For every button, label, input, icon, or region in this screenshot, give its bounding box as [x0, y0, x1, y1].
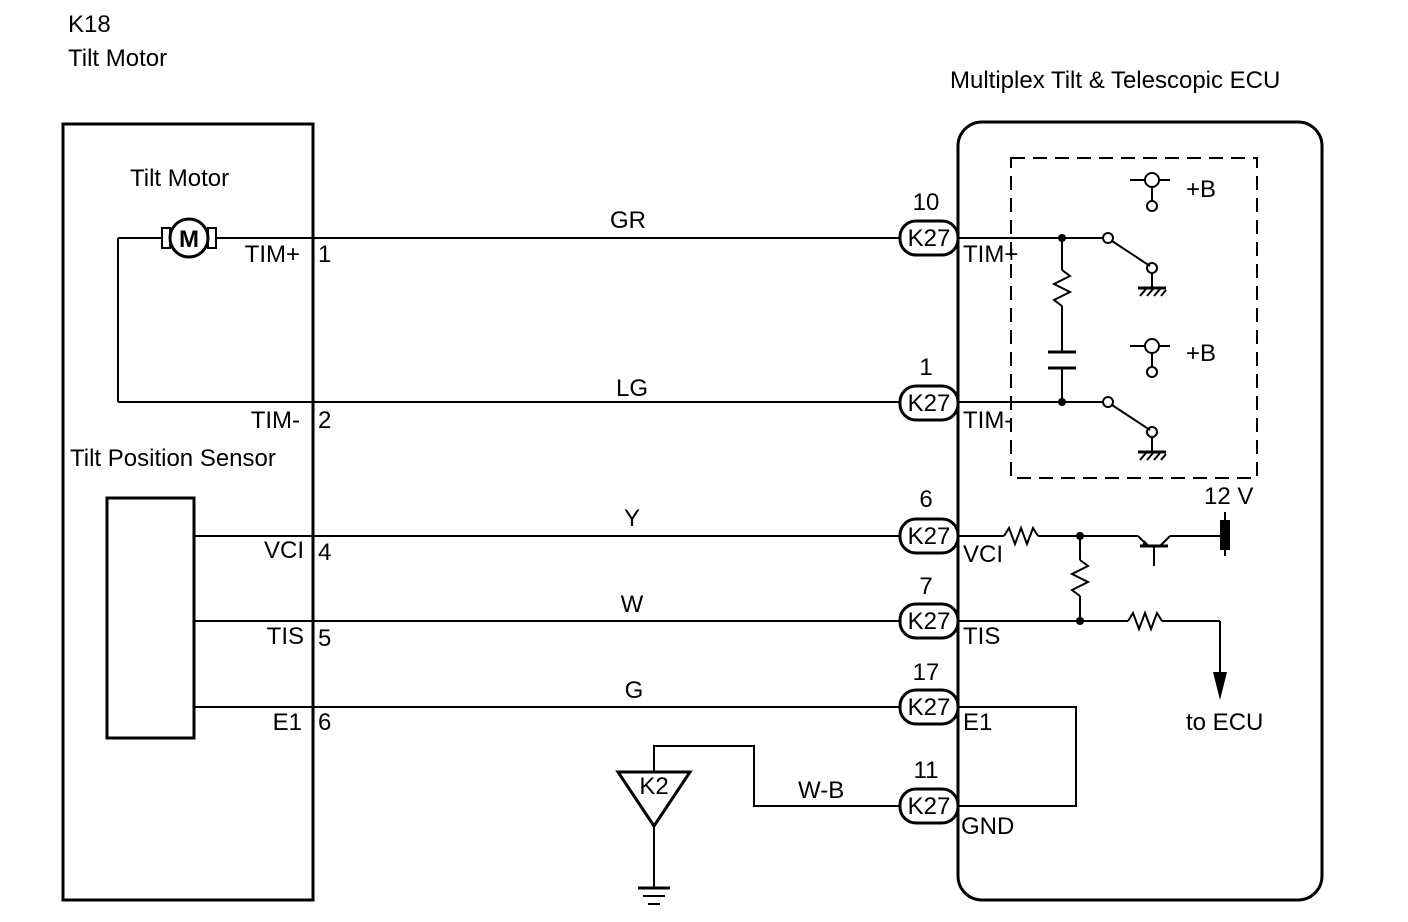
ecu-pin-1: 1 — [919, 354, 932, 381]
connector-label: K27 — [908, 523, 951, 550]
wire-w-b — [653, 745, 900, 807]
supply-terminal-icon — [1144, 338, 1160, 354]
relay-switch-icon — [1111, 404, 1151, 431]
wire-color-w-b: W-B — [798, 777, 844, 804]
connector-pin-17: 17 K27 — [898, 659, 960, 726]
wire-color-lg: LG — [616, 375, 648, 402]
e1-gnd-link — [958, 706, 1077, 807]
ecu-terminal-gnd: GND — [961, 813, 1014, 840]
connector-pin-6: 6 K27 — [898, 486, 960, 555]
ecu-terminal-vci: VCI — [963, 541, 1003, 568]
ecu-pin-6: 6 — [919, 486, 932, 513]
junction-dot — [1058, 398, 1066, 406]
voltage-label: 12 V — [1204, 483, 1253, 510]
ecu-pin-7: 7 — [919, 573, 932, 600]
motor-icon: M — [117, 217, 313, 403]
ground-connector-label: K2 — [639, 773, 668, 800]
transistor-icon — [1137, 535, 1224, 566]
resistor-icon — [1127, 610, 1163, 632]
connector-pin-1: 1 K27 — [898, 354, 960, 422]
ecu-pin-10: 10 — [913, 189, 940, 216]
resistor-icon — [1069, 559, 1091, 597]
motor-pin-4: 4 — [318, 539, 331, 566]
component-code: K18 — [68, 11, 111, 38]
supply-terminal-icon — [1144, 172, 1160, 188]
motor-pin-5: 5 — [318, 625, 331, 652]
connector-label: K27 — [908, 793, 951, 820]
connector-label: K27 — [908, 225, 951, 252]
ecu-box — [956, 120, 1324, 902]
ecu-pin-17: 17 — [913, 659, 940, 686]
relay-switch-icon — [1111, 240, 1151, 267]
connector-pin-11: 11 K27 — [898, 757, 960, 825]
connector-label: K27 — [908, 608, 951, 635]
ecu-title: Multiplex Tilt & Telescopic ECU — [950, 67, 1280, 94]
tilt-motor-label: Tilt Motor — [130, 165, 229, 192]
wire-color-w: W — [621, 591, 644, 618]
connector-pin-7: 7 K27 — [898, 573, 960, 640]
supply-label-1: +B — [1186, 176, 1216, 203]
supply-label-2: +B — [1186, 340, 1216, 367]
ecu-terminal-tim-plus: TIM+ — [963, 241, 1018, 268]
sensor-box — [105, 496, 196, 740]
motor-driver-block — [1010, 157, 1258, 479]
component-name: Tilt Motor — [68, 45, 167, 72]
ground-point-icon — [615, 770, 693, 829]
motor-pin-6: 6 — [318, 709, 331, 736]
resistor-icon — [1051, 269, 1073, 307]
ecu-terminal-tim-minus: TIM- — [963, 407, 1012, 434]
motor-pin-2: 2 — [318, 407, 331, 434]
ecu-terminal-e1: E1 — [963, 709, 992, 736]
motor-pin-1: 1 — [318, 241, 331, 268]
sensor-label: Tilt Position Sensor — [70, 445, 276, 472]
arrow-down-icon — [1213, 672, 1227, 700]
wire-color-gr: GR — [610, 207, 646, 234]
connector-pin-10: 10 K27 — [898, 189, 960, 257]
motor-terminal-tim-minus: TIM- — [251, 407, 300, 434]
ecu-terminal-tis: TIS — [963, 623, 1000, 650]
motor-terminal-vci: VCI — [264, 537, 304, 564]
motor-assembly-box — [61, 122, 315, 902]
connector-label: K27 — [908, 390, 951, 417]
motor-terminal-e1: E1 — [273, 709, 302, 736]
wire-color-g: G — [625, 677, 644, 704]
motor-symbol: M — [179, 226, 199, 253]
connector-label: K27 — [908, 694, 951, 721]
resistor-icon — [1003, 525, 1039, 547]
motor-terminal-tis: TIS — [267, 623, 304, 650]
ecu-pin-11: 11 — [914, 757, 939, 784]
voltage-source-icon — [1220, 520, 1230, 550]
output-label: to ECU — [1186, 709, 1263, 736]
motor-terminal-tim-plus: TIM+ — [245, 241, 300, 268]
junction-dot — [1076, 617, 1084, 625]
wire-color-y: Y — [624, 505, 640, 532]
